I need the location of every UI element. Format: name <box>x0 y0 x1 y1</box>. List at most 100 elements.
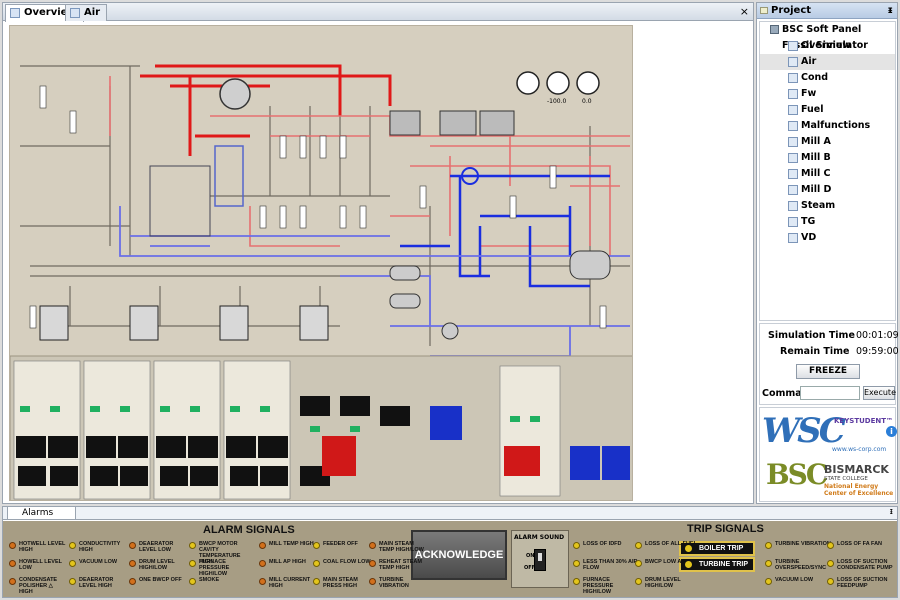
alarm-lamp-icon <box>313 542 320 549</box>
tab-air[interactable]: Air <box>65 4 108 21</box>
alarm-item: MILL CURRENT HIGH <box>269 577 311 589</box>
tree-item-mill-b[interactable]: Mill B <box>760 150 895 166</box>
alarm-item: COAL FLOW LOW <box>323 559 371 565</box>
trip-lamp-icon <box>827 578 834 585</box>
trip-lamp-icon <box>635 542 642 549</box>
tab-bar: Overview Air × <box>3 3 753 22</box>
tree-item-label: Fuel <box>801 104 824 115</box>
keystudent-logo: KEYSTUDENT™ <box>834 417 894 425</box>
trip-item: LOSS OF IDFD <box>583 541 622 547</box>
bsc-logo: BSC <box>766 458 828 491</box>
alarm-lamp-icon <box>129 542 136 549</box>
document-pane: Overview Air × <box>2 2 754 504</box>
tree-item-air[interactable]: Air <box>760 54 895 70</box>
sim-time-row: Simulation Time 00:01:09 <box>760 330 899 344</box>
page-icon <box>788 41 798 51</box>
alarm-item: HOTWELL LEVEL HIGH <box>19 541 66 553</box>
tree-item-mill-c[interactable]: Mill C <box>760 166 895 182</box>
boiler-trip-indicator: BOILER TRIP <box>679 541 755 556</box>
sound-on-label: ON <box>526 553 535 559</box>
bismarck-text: BISMARCK <box>824 463 889 476</box>
alarm-sound-label: ALARM SOUND <box>514 534 565 541</box>
tree-item-cond[interactable]: Cond <box>760 70 895 86</box>
alarm-lamp-icon <box>189 542 196 549</box>
tree-item-label: TG <box>801 216 816 227</box>
gauge-readout: 0.0 <box>582 98 592 105</box>
state-college-text: STATE COLLEGE <box>824 476 868 482</box>
tree-item-fuel[interactable]: Fuel <box>760 102 895 118</box>
alarm-lamp-icon <box>259 542 266 549</box>
alarm-item: REHEAT STEAM TEMP HIGH <box>379 559 422 571</box>
alarm-lamp-icon <box>129 578 136 585</box>
page-icon <box>788 105 798 115</box>
alarm-item: DEAERATOR LEVEL LOW <box>139 541 174 553</box>
remain-time-row: Remain Time 09:59:00 <box>760 346 899 360</box>
ws-url: www.ws-corp.com <box>832 446 887 453</box>
alarm-item: MILL TEMP HIGH <box>269 541 314 547</box>
alarm-signals-title: ALARM SIGNALS <box>203 524 295 536</box>
page-icon <box>788 121 798 131</box>
acknowledge-button[interactable]: ACKNOWLEDGE <box>411 530 507 580</box>
execute-button[interactable]: Execute <box>863 386 896 400</box>
alarm-sound-switch-box: ALARM SOUND ON OFF <box>511 530 569 588</box>
document-icon <box>70 8 80 18</box>
trip-item: LOSS OF ALL FUEL <box>645 541 697 547</box>
info-icon[interactable]: i <box>886 426 897 437</box>
tree-root[interactable]: BSC Soft Panel Fossil Simulator <box>760 22 895 51</box>
pin-icon[interactable]: ᵻ <box>887 5 893 16</box>
plant-schematic[interactable]: -100.0 0.0 <box>9 25 633 501</box>
trip-lamp-icon <box>827 542 834 549</box>
alarm-sound-toggle[interactable] <box>534 549 546 571</box>
alarm-item: VACUUM LOW <box>79 559 118 565</box>
tree-item-label: VD <box>801 232 817 243</box>
trip-item: BWCP LOW AP <box>645 559 686 565</box>
command-input[interactable] <box>800 386 860 400</box>
tree-item-mill-a[interactable]: Mill A <box>760 134 895 150</box>
tree-item-overview[interactable]: Overview <box>760 38 895 54</box>
alarm-lamp-icon <box>129 560 136 567</box>
project-header: Project ᵻ <box>757 3 897 19</box>
alarm-lamp-icon <box>313 578 320 585</box>
page-icon <box>788 137 798 147</box>
tree-item-label: Steam <box>801 200 836 211</box>
tab-alarms[interactable]: Alarms <box>7 507 77 520</box>
tree-item-malfunctions[interactable]: Malfunctions <box>760 118 895 134</box>
trip-lamp-icon <box>635 560 642 567</box>
alarm-lamp-icon <box>69 560 76 567</box>
tree-item-vd[interactable]: VD <box>760 230 895 246</box>
project-tree: BSC Soft Panel Fossil Simulator Overview… <box>759 21 896 321</box>
trip-lamp-icon <box>573 542 580 549</box>
tree-item-steam[interactable]: Steam <box>760 198 895 214</box>
nec-line: National Energy <box>824 483 879 490</box>
tree-item-label: Cond <box>801 72 829 83</box>
alarm-item: BWCP MOTOR CAVITY TEMPERATURE HIGH <box>199 541 241 565</box>
trip-item: LESS THAN 30% AIR FLOW <box>583 559 638 571</box>
alarm-lamp-icon <box>69 542 76 549</box>
remain-time-value: 09:59:00 <box>856 346 899 357</box>
tree-item-fw[interactable]: Fw <box>760 86 895 102</box>
alarm-lamp-icon <box>369 542 376 549</box>
alarm-item: MAIN STEAM TEMP HIGH/LOW <box>379 541 424 553</box>
trip-lamp-icon <box>827 560 834 567</box>
tree-item-tg[interactable]: TG <box>760 214 895 230</box>
trip-lamp-icon <box>573 578 580 585</box>
project-pane: Project ᵻ BSC Soft Panel Fossil Simulato… <box>756 2 899 504</box>
tab-label: Air <box>84 7 101 18</box>
freeze-button[interactable]: FREEZE <box>796 364 860 379</box>
alarm-item: SMOKE <box>199 577 220 583</box>
alarm-lamp-icon <box>369 560 376 567</box>
trip-item: TURBINE VIBRATION <box>775 541 831 547</box>
alarm-lamp-icon <box>259 560 266 567</box>
alarms-pane: Alarms ᵻ ALARM SIGNALS TRIP SIGNALS ACKN… <box>2 506 898 598</box>
close-icon[interactable]: × <box>739 5 749 18</box>
page-icon <box>788 185 798 195</box>
logo-panel: WSC KEYSTUDENT™ www.ws-corp.com i BSC BI… <box>759 407 897 502</box>
trip-lamp-icon <box>765 578 772 585</box>
page-icon <box>788 153 798 163</box>
page-icon <box>788 57 798 67</box>
pin-icon[interactable]: ᵻ <box>889 507 893 517</box>
tree-item-label: Mill A <box>801 136 831 147</box>
tree-item-mill-d[interactable]: Mill D <box>760 182 895 198</box>
alarm-lamp-icon <box>259 578 266 585</box>
